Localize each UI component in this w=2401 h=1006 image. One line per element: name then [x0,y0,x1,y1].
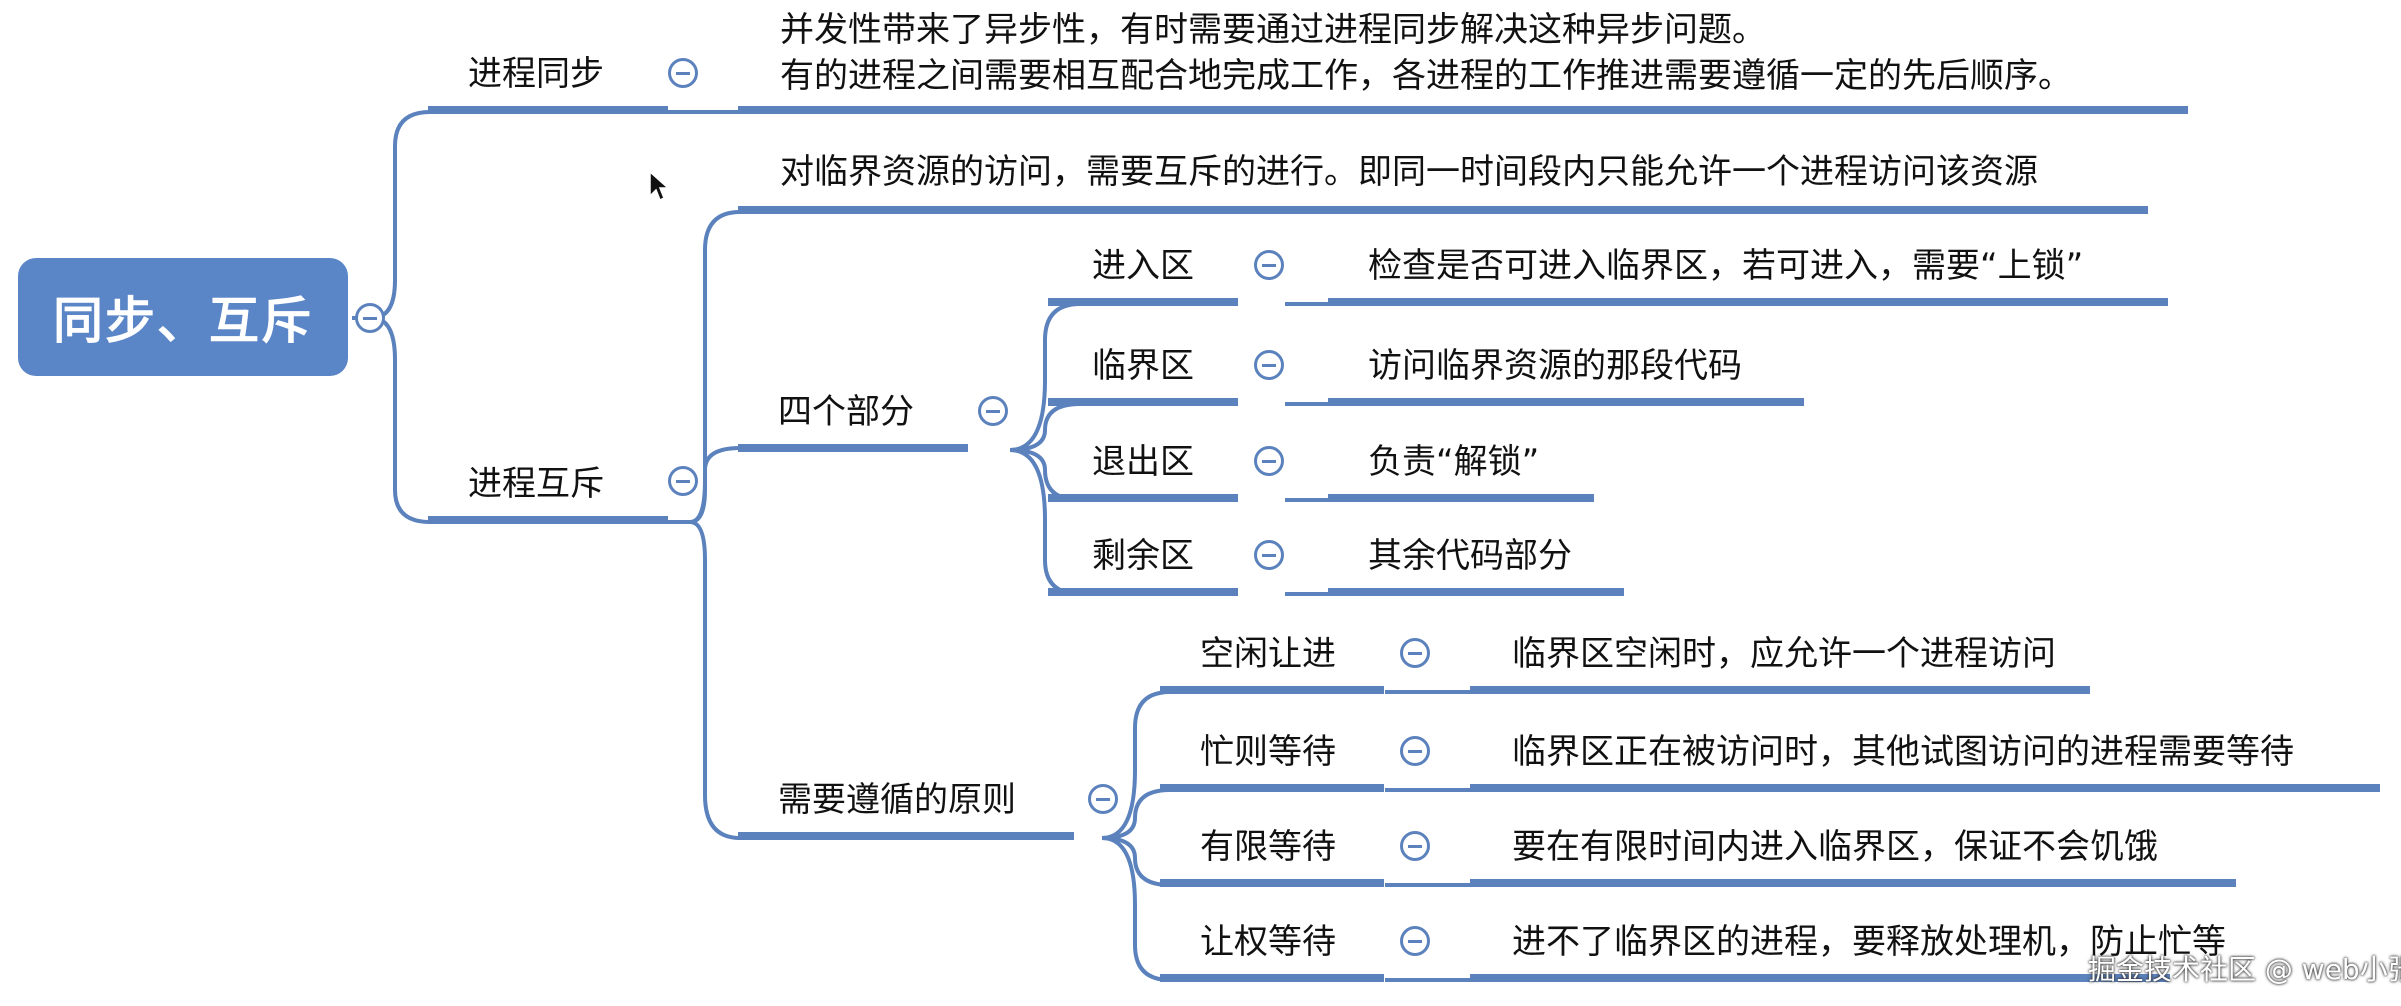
sync-node[interactable]: 进程同步 [468,54,604,94]
principle-item-3-desc-underline [1470,974,2170,982]
part-item-3-desc-underline [1328,588,1624,596]
part-item-3-desc[interactable]: 其余代码部分 [1368,536,1572,576]
connector-mutex-principles [689,520,741,840]
part-item-2-name[interactable]: 退出区 [1092,442,1194,482]
part-item-1-name[interactable]: 临界区 [1092,346,1194,386]
principles-underline [738,832,1074,840]
mutex-collapse-icon[interactable] [668,466,698,496]
principle-item-2-collapse-icon[interactable] [1400,831,1430,861]
principle-item-0-name[interactable]: 空闲让进 [1200,634,1336,674]
principle-item-1-name[interactable]: 忙则等待 [1200,732,1336,772]
part-item-0-collapse-icon[interactable] [1254,250,1284,280]
connector-principles-item-2 [1101,836,1171,887]
part-item-2-desc[interactable]: 负责“解锁” [1368,442,1540,482]
mouse-cursor-icon [649,170,670,202]
principle-item-1-desc[interactable]: 临界区正在被访问时，其他试图访问的进程需要等待 [1512,732,2294,772]
root-collapse-icon[interactable] [355,303,385,333]
connector-root-sync [352,110,431,320]
principle-item-0-underline [1160,686,1384,694]
principle-item-3-desc[interactable]: 进不了临界区的进程，要释放处理机，防止忙等 [1512,922,2226,962]
sync-underline [428,106,668,114]
sync-text-underline [738,106,2188,114]
sync-text-line-0[interactable]: 并发性带来了异步性，有时需要通过进程同步解决这种异步问题。 [780,10,1766,50]
part-item-2-underline [1048,494,1238,502]
connector-parts-item-1 [1009,402,1081,452]
connector-principles-item-0 [1101,690,1171,840]
principle-item-1-collapse-icon[interactable] [1400,736,1430,766]
part-item-1-desc-underline [1328,398,1804,406]
part-item-2-collapse-icon[interactable] [1254,446,1284,476]
principle-item-2-underline [1160,879,1384,887]
mutex-node[interactable]: 进程互斥 [468,464,604,504]
principle-item-0-desc[interactable]: 临界区空闲时，应允许一个进程访问 [1512,634,2056,674]
principle-item-2-desc-underline [1470,879,2236,887]
part-item-0-desc-underline [1328,298,2168,306]
mutex-definition[interactable]: 对临界资源的访问，需要互斥的进行。即同一时间段内只能允许一个进程访问该资源 [780,152,2038,192]
connector-root-mutex [371,316,431,524]
part-item-3-collapse-icon[interactable] [1254,540,1284,570]
connector-principles-item-3 [1101,836,1171,982]
principle-item-2-desc[interactable]: 要在有限时间内进入临界区，保证不会饥饿 [1512,827,2158,867]
principle-item-1-underline [1160,784,1384,792]
part-item-3-underline [1048,588,1238,596]
principles-node[interactable]: 需要遵循的原则 [778,780,1016,820]
principle-item-0-desc-underline [1470,686,2090,694]
part-item-1-underline [1048,398,1238,406]
principle-item-3-collapse-icon[interactable] [1400,926,1430,956]
principles-collapse-icon[interactable] [1088,784,1118,814]
parts-underline [738,444,968,452]
part-item-0-name[interactable]: 进入区 [1092,246,1194,286]
mutex-definition-underline [738,206,2148,214]
mutex-underline [428,516,668,524]
part-item-2-desc-underline [1328,494,1594,502]
part-item-1-desc[interactable]: 访问临界资源的那段代码 [1368,346,1742,386]
principle-item-3-underline [1160,974,1384,982]
parts-collapse-icon[interactable] [978,396,1008,426]
part-item-1-collapse-icon[interactable] [1254,350,1284,380]
parts-node[interactable]: 四个部分 [778,392,914,432]
watermark-text: 掘金技术社区 @ web小张 [2088,953,2401,986]
connector-mutex-parts [689,446,741,524]
connector-parts-item-0 [1009,302,1081,452]
principle-item-3-name[interactable]: 让权等待 [1200,922,1336,962]
root-node[interactable]: 同步、互斥 [18,258,348,376]
principle-item-0-collapse-icon[interactable] [1400,638,1430,668]
part-item-0-underline [1048,298,1238,306]
connector-principles-item-1 [1101,788,1171,840]
sync-text-line-1[interactable]: 有的进程之间需要相互配合地完成工作，各进程的工作推进需要遵循一定的先后顺序。 [780,56,2072,96]
sync-collapse-icon[interactable] [668,58,698,88]
principle-item-1-desc-underline [1470,784,2380,792]
part-item-0-desc[interactable]: 检查是否可进入临界区，若可进入，需要“上锁” [1368,246,2084,286]
part-item-3-name[interactable]: 剩余区 [1092,536,1194,576]
principle-item-2-name[interactable]: 有限等待 [1200,827,1336,867]
